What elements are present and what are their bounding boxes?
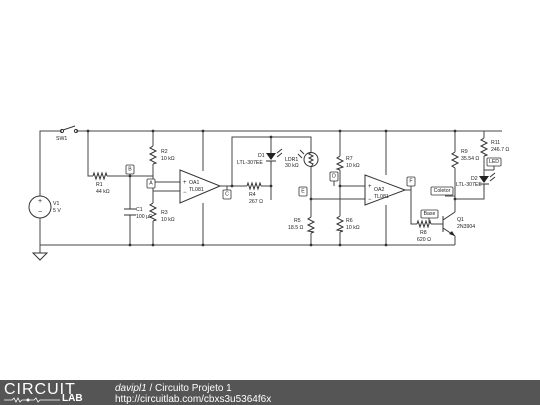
r5-value: 18.5 Ω (288, 225, 304, 231)
svg-text:LED: LED (489, 159, 499, 165)
r9-ref: R9 (461, 149, 468, 155)
svg-text:A: A (149, 181, 153, 187)
author-link[interactable]: davipl1 (115, 383, 147, 394)
circuitlab-logo[interactable]: CIRCUIT LAB (4, 381, 100, 404)
r3-ref: R3 (161, 210, 168, 216)
svg-text:−: − (183, 190, 187, 196)
svg-text:+: + (368, 184, 372, 190)
c1-value: 100 µF (136, 214, 152, 220)
v1-ref: V1 (53, 201, 59, 207)
d1-part: LTL-307EE (237, 160, 263, 166)
resistor-r5: R5 18.5 Ω (288, 216, 316, 234)
ldr1-ref: LDR1 (285, 157, 298, 163)
net-tag-d[interactable]: D (329, 171, 339, 186)
net-tag-f[interactable]: F (406, 176, 416, 190)
circuit-schematic: SW1 + − V1 5 V R1 44 kΩ R2 10 kΩ R3 10 k… (28, 125, 509, 261)
svg-text:+: + (38, 198, 42, 205)
svg-text:C: C (225, 192, 229, 198)
r1-value: 44 kΩ (96, 189, 110, 195)
voltage-source-v1: + − V1 5 V (28, 195, 61, 219)
led-d2: D2 LTL-307EE (456, 172, 496, 190)
ldr-ldr1: LDR1 30 kΩ (285, 149, 319, 169)
resistor-r8: R8 620 Ω (416, 219, 432, 243)
r9-value: 35.54 Ω (461, 156, 479, 162)
r7-value: 10 kΩ (346, 163, 360, 169)
svg-text:+: + (183, 180, 187, 186)
transistor-q1: Q1 2N3904 (442, 211, 475, 237)
net-tag-a[interactable]: A (146, 178, 156, 189)
logo-circuit-text: CIRCUIT (4, 381, 76, 398)
logo-circuit-trace-icon (4, 397, 60, 403)
net-tag-led[interactable]: LED (484, 157, 502, 171)
switch-sw1[interactable]: SW1 (56, 125, 79, 142)
net-tag-c[interactable]: C (222, 186, 232, 200)
svg-text:F: F (409, 179, 412, 185)
r3-value: 10 kΩ (161, 217, 175, 223)
svg-text:−: − (38, 209, 42, 216)
resistor-r2: R2 10 kΩ (148, 145, 175, 165)
resistor-r11: R11 246.7 Ω (479, 137, 509, 157)
oa1-part: TL081 (189, 187, 204, 193)
r11-value: 246.7 Ω (491, 147, 509, 153)
net-tag-e[interactable]: E (298, 186, 308, 197)
d2-part: LTL-307EE (456, 182, 482, 188)
svg-text:−: − (368, 197, 372, 203)
net-tag-base[interactable]: Base (420, 209, 439, 224)
opamp-oa1: + − OA1 TL081 (179, 169, 222, 204)
r4-value: 267 Ω (249, 199, 263, 205)
net-tag-coletor[interactable]: Coletor (430, 186, 455, 197)
r5-ref: R5 (294, 218, 301, 224)
opamp-oa2: + − OA2 TL081 (364, 174, 407, 206)
q1-ref: Q1 (457, 217, 464, 223)
r2-value: 10 kΩ (161, 156, 175, 162)
capacitor-c1: C1 100 µF (124, 207, 152, 220)
oa1-ref: OA1 (189, 180, 199, 186)
svg-text:Base: Base (424, 211, 436, 217)
resistor-r9: R9 35.54 Ω (450, 149, 479, 169)
r7-ref: R7 (346, 156, 353, 162)
svg-text:Coletor: Coletor (434, 188, 451, 194)
project-title: Circuito Projeto 1 (155, 383, 232, 394)
led-d1: D1 LTL-307EE (237, 148, 283, 166)
v1-value: 5 V (53, 208, 61, 214)
r6-value: 10 kΩ (346, 225, 360, 231)
footer-bar: CIRCUIT LAB davipl1 / Circuito Projeto 1… (0, 380, 540, 405)
c1-ref: C1 (136, 207, 143, 213)
r11-ref: R11 (491, 140, 500, 146)
d1-ref: D1 (258, 153, 265, 159)
net-tag-b[interactable]: B (125, 164, 135, 176)
logo-lab-text: LAB (62, 393, 83, 404)
r1-ref: R1 (96, 182, 103, 188)
r2-ref: R2 (161, 149, 168, 155)
resistor-r6: R6 10 kΩ (335, 215, 360, 233)
r8-value: 620 Ω (417, 237, 431, 243)
ground-symbol (31, 252, 49, 261)
r8-ref: R8 (420, 230, 427, 236)
resistor-r4: R4 267 Ω (246, 181, 263, 205)
project-url[interactable]: http://circuitlab.com/cbxs3u5364f6x (115, 394, 272, 405)
svg-text:E: E (301, 189, 305, 195)
resistor-r1: R1 44 kΩ (92, 171, 110, 195)
d2-ref: D2 (471, 176, 478, 182)
sw1-label: SW1 (56, 136, 67, 142)
oa2-ref: OA2 (374, 187, 384, 193)
svg-text:B: B (128, 167, 132, 173)
q1-part: 2N3904 (457, 224, 475, 230)
resistor-r7: R7 10 kΩ (335, 155, 360, 171)
resistor-r3: R3 10 kΩ (148, 202, 175, 223)
svg-text:D: D (332, 174, 336, 180)
ldr1-value: 30 kΩ (285, 163, 299, 169)
r6-ref: R6 (346, 218, 353, 224)
project-title-line: davipl1 / Circuito Projeto 1 (115, 383, 232, 394)
title-separator: / (149, 383, 153, 394)
r4-ref: R4 (249, 192, 256, 198)
oa2-part: TL081 (374, 194, 389, 200)
